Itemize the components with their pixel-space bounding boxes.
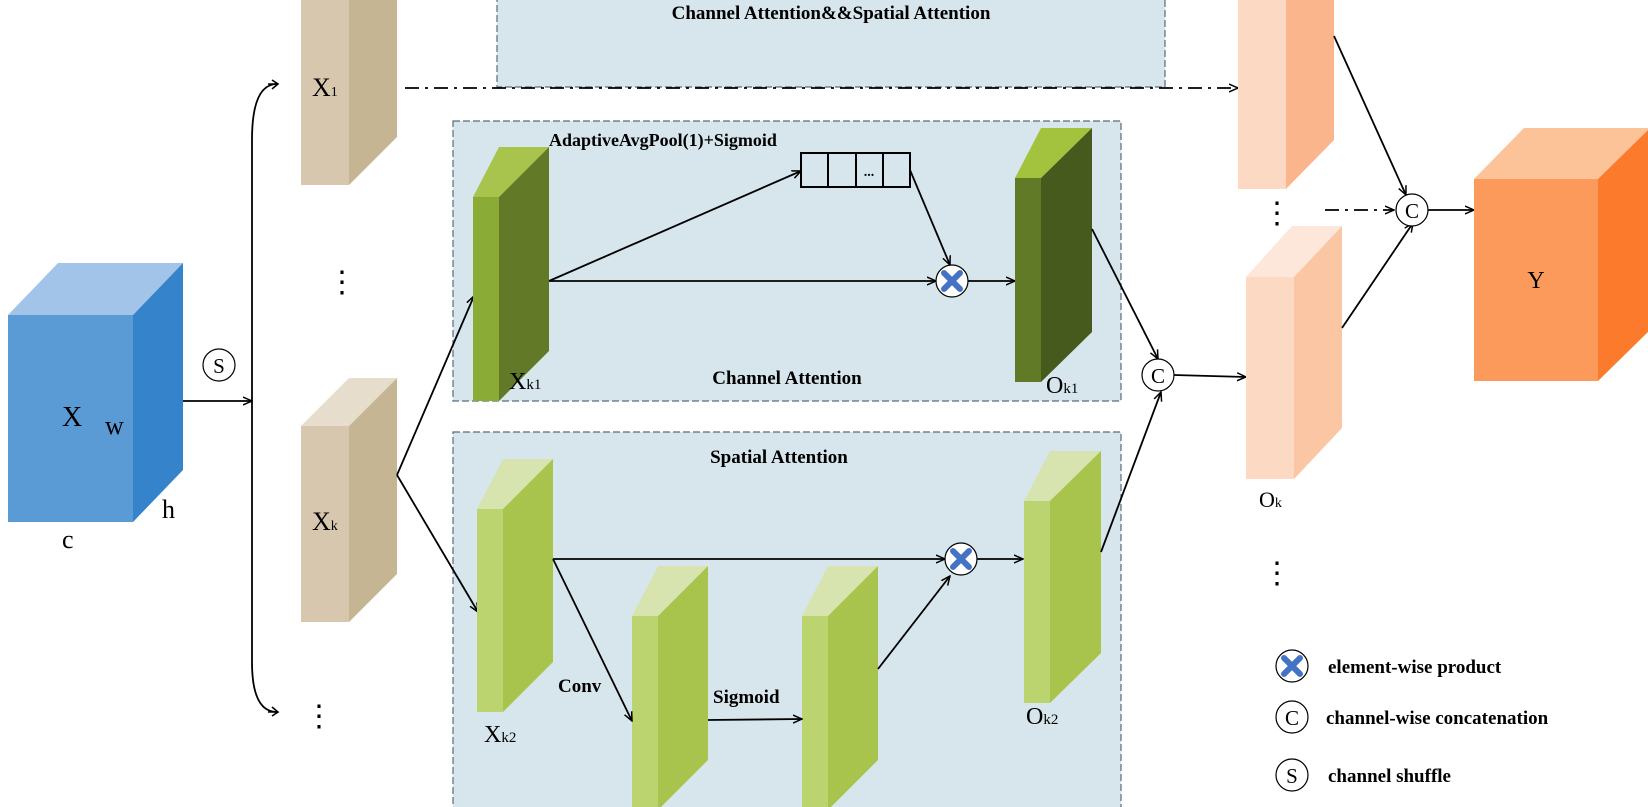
branch-concat-symbol: C: [1141, 358, 1175, 392]
ok1-to-concat-arrow: [1091, 228, 1158, 359]
sigmoid-feature-cuboid: [802, 566, 878, 807]
svg-text:S: S: [213, 354, 225, 378]
ok2-to-concat-arrow: [1100, 392, 1161, 553]
group-x1-cuboid: [301, 0, 397, 185]
ok1-cuboid: [1015, 128, 1092, 382]
final-concat-symbol: C: [1395, 193, 1429, 227]
legend-product-label: element-wise product: [1328, 657, 1502, 678]
conv-label: Conv: [558, 676, 602, 697]
channel-attention-title: Channel Attention: [712, 368, 862, 389]
group-ellipsis-lower: ⋮: [304, 700, 334, 733]
group-xk-label: Xk: [312, 507, 338, 536]
pool-to-product-arrow: [909, 169, 950, 265]
xk2-to-conv-arrow: [552, 558, 632, 721]
conv-feature-cuboid: [632, 566, 708, 807]
ok2-cuboid: [1024, 451, 1101, 703]
output-ellipsis-upper: ⋮: [1262, 197, 1292, 230]
channel-attention-panel: [452, 120, 1122, 402]
output-ellipsis-lower: ⋮: [1262, 557, 1292, 590]
spatial-attention-panel: [452, 431, 1122, 807]
ok-cuboid: [1246, 226, 1342, 479]
input-w-label: w: [105, 411, 124, 440]
input-tensor-cuboid: [8, 263, 183, 522]
input-x-label: X: [62, 402, 82, 433]
top-panel-title: Channel Attention&&Spatial Attention: [672, 3, 991, 24]
xk2-label: Xk2: [484, 722, 516, 748]
xk-to-xk1-arrow: [396, 296, 474, 476]
legend-concat-symbol: C: [1275, 700, 1309, 734]
legend: element-wise product C channel-wise conc…: [1275, 649, 1549, 792]
spatial-product-symbol: [944, 542, 978, 576]
input-h-label: h: [162, 495, 175, 524]
top-output-to-final-concat-arrow: [1333, 35, 1407, 195]
legend-shuffle-symbol: S: [1275, 758, 1309, 792]
xk1-to-pool-arrow: [548, 170, 801, 282]
concat-to-ok-arrow: [1173, 375, 1246, 377]
sigmoid-label: Sigmoid: [713, 687, 780, 708]
legend-product-symbol: [1275, 649, 1309, 683]
group-xk-cuboid: [301, 378, 397, 622]
svg-text:C: C: [1151, 364, 1165, 388]
output-y-cuboid: [1474, 128, 1648, 381]
pool-vector-dots: ...: [864, 165, 875, 180]
legend-shuffle-label: channel shuffle: [1328, 766, 1451, 787]
output-group-top-cuboid: [1238, 0, 1334, 189]
ok1-label: Ok1: [1046, 373, 1078, 399]
group-ellipsis-upper: ⋮: [327, 266, 357, 299]
group-x1-label: X1: [312, 73, 338, 102]
ok-label: Ok: [1259, 487, 1282, 512]
xk1-cuboid: [473, 147, 549, 401]
conv-to-sigmoid-arrow: [707, 719, 802, 720]
xk2-cuboid: [477, 459, 553, 712]
xk1-label: Xk1: [509, 369, 541, 395]
svg-text:C: C: [1285, 706, 1299, 730]
channel-pool-label: AdaptiveAvgPool(1)+Sigmoid: [549, 130, 777, 151]
ok-to-final-concat-arrow: [1341, 223, 1413, 329]
split-brace: [251, 83, 278, 713]
channel-product-symbol: [935, 264, 969, 298]
brace-top-arrow: [268, 79, 280, 90]
sigmoid-to-product-arrow: [877, 576, 950, 670]
spatial-attention-title: Spatial Attention: [710, 447, 848, 468]
xk-to-xk2-arrow: [396, 474, 478, 612]
brace-bottom-arrow: [268, 706, 280, 717]
output-y-label: Y: [1527, 268, 1544, 294]
legend-concat-label: channel-wise concatenation: [1326, 708, 1549, 729]
svg-text:C: C: [1405, 199, 1419, 223]
input-c-label: c: [62, 525, 74, 554]
svg-text:S: S: [1286, 764, 1298, 788]
ok2-label: Ok2: [1026, 704, 1058, 730]
top-attention-panel: [496, 0, 1166, 88]
shuffle-symbol: S: [202, 348, 236, 382]
